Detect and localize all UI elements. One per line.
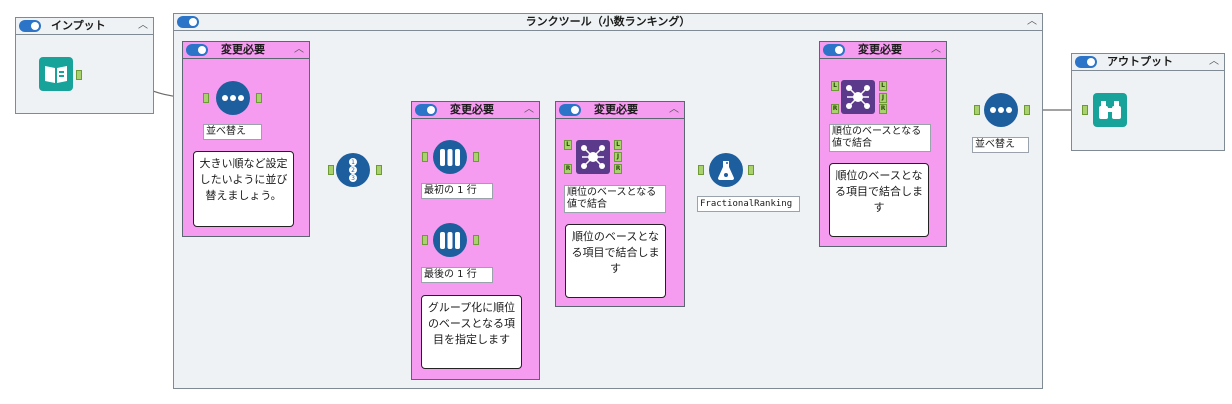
output-container-title: アウトプット	[1107, 55, 1173, 68]
join1-r-out-anchor[interactable]: R	[614, 164, 622, 174]
sort1-label[interactable]: 並べ替え	[203, 124, 262, 140]
chevron-up-icon[interactable]: ︿	[524, 104, 534, 115]
edit-container-4-title: 変更必要	[858, 43, 902, 56]
join2-j-out-anchor[interactable]: J	[879, 93, 887, 103]
edit-container-1-header[interactable]: 変更必要 ︿	[183, 42, 309, 59]
input-container-title: インプット	[51, 19, 106, 32]
join-note1-comment[interactable]: 順位のベースとなる項目で結合します	[565, 224, 666, 298]
chevron-up-icon[interactable]: ︿	[138, 20, 148, 31]
fractional-output-anchor[interactable]	[748, 165, 754, 175]
toggle-icon[interactable]	[823, 44, 845, 56]
join2-r-out-anchor[interactable]: R	[879, 104, 887, 114]
edit-container-2-header[interactable]: 変更必要 ︿	[412, 102, 539, 119]
tile-input-anchor[interactable]	[328, 165, 334, 175]
first-output-anchor[interactable]	[473, 152, 479, 162]
join1-l-out-anchor[interactable]: L	[614, 140, 622, 150]
svg-text:2: 2	[351, 167, 355, 174]
flask-icon[interactable]	[709, 153, 743, 187]
join1-right-anchor[interactable]: R	[564, 164, 572, 174]
last-output-anchor[interactable]	[473, 235, 479, 245]
toggle-icon[interactable]	[1075, 56, 1097, 68]
edit-container-3-title: 変更必要	[594, 103, 638, 116]
join1-j-out-anchor[interactable]: J	[614, 152, 622, 162]
input-output-anchor[interactable]	[76, 70, 82, 80]
edit-container-2-title: 変更必要	[450, 103, 494, 116]
rank-tool-container-title: ランクツール（小数ランキング）	[525, 15, 691, 28]
tubes-icon[interactable]	[433, 223, 467, 257]
sort1-input-anchor[interactable]	[203, 93, 209, 103]
chevron-up-icon[interactable]: ︿	[669, 104, 679, 115]
group-note-comment[interactable]: グループ化に順位のベースとなる項目を指定します	[421, 295, 522, 369]
sort2-label[interactable]: 並べ替え	[972, 137, 1029, 153]
output-container-header[interactable]: アウトプット ︿	[1072, 54, 1224, 71]
first-label[interactable]: 最初の 1 行	[421, 183, 493, 199]
toggle-icon[interactable]	[559, 104, 581, 116]
toggle-icon[interactable]	[177, 16, 199, 28]
chevron-up-icon[interactable]: ︿	[294, 44, 304, 55]
fractional-label[interactable]: FractionalRanking	[697, 196, 800, 212]
network-icon[interactable]	[841, 80, 875, 114]
toggle-icon[interactable]	[415, 104, 437, 116]
join1-left-anchor[interactable]: L	[564, 140, 572, 150]
browse-input-anchor[interactable]	[1082, 105, 1088, 115]
join2-l-out-anchor[interactable]: L	[879, 81, 887, 91]
join-note2-comment[interactable]: 順位のベースとなる項目で結合します	[829, 163, 929, 237]
chevron-up-icon[interactable]: ︿	[1027, 16, 1037, 27]
toggle-icon[interactable]	[186, 44, 208, 56]
chevron-up-icon[interactable]: ︿	[931, 44, 941, 55]
last-input-anchor[interactable]	[422, 235, 428, 245]
dots-icon[interactable]	[216, 81, 250, 115]
book-icon[interactable]	[39, 57, 73, 91]
toggle-icon[interactable]	[19, 20, 41, 32]
chevron-up-icon[interactable]: ︿	[1209, 56, 1219, 67]
rank-tool-container-header[interactable]: ランクツール（小数ランキング） ︿	[174, 14, 1042, 31]
edit-container-4-header[interactable]: 変更必要 ︿	[820, 42, 946, 59]
tubes-icon[interactable]	[433, 140, 467, 174]
join2-right-anchor[interactable]: R	[831, 104, 839, 114]
join2-label[interactable]: 順位のベースとなる値で結合	[829, 124, 931, 152]
sort1-output-anchor[interactable]	[256, 93, 262, 103]
sort-note-comment[interactable]: 大きい順など設定したいように並び替えましょう。	[193, 151, 294, 227]
svg-text:1: 1	[351, 159, 355, 166]
edit-container-1-title: 変更必要	[221, 43, 265, 56]
input-container-header[interactable]: インプット ︿	[16, 18, 153, 35]
edit-container-3-header[interactable]: 変更必要 ︿	[556, 102, 684, 119]
join2-left-anchor[interactable]: L	[831, 81, 839, 91]
join1-label[interactable]: 順位のベースとなる値で結合	[564, 185, 666, 213]
last-label[interactable]: 最後の 1 行	[421, 267, 493, 283]
input-container[interactable]: インプット ︿	[15, 17, 154, 114]
sort2-input-anchor[interactable]	[974, 105, 980, 115]
first-input-anchor[interactable]	[422, 152, 428, 162]
network-icon[interactable]	[576, 140, 610, 174]
binoculars-icon[interactable]	[1093, 93, 1127, 127]
dots-icon[interactable]	[984, 93, 1018, 127]
tile-output-anchor[interactable]	[376, 165, 382, 175]
fractional-input-anchor[interactable]	[698, 165, 704, 175]
svg-text:3: 3	[351, 175, 355, 182]
sort2-output-anchor[interactable]	[1024, 105, 1030, 115]
